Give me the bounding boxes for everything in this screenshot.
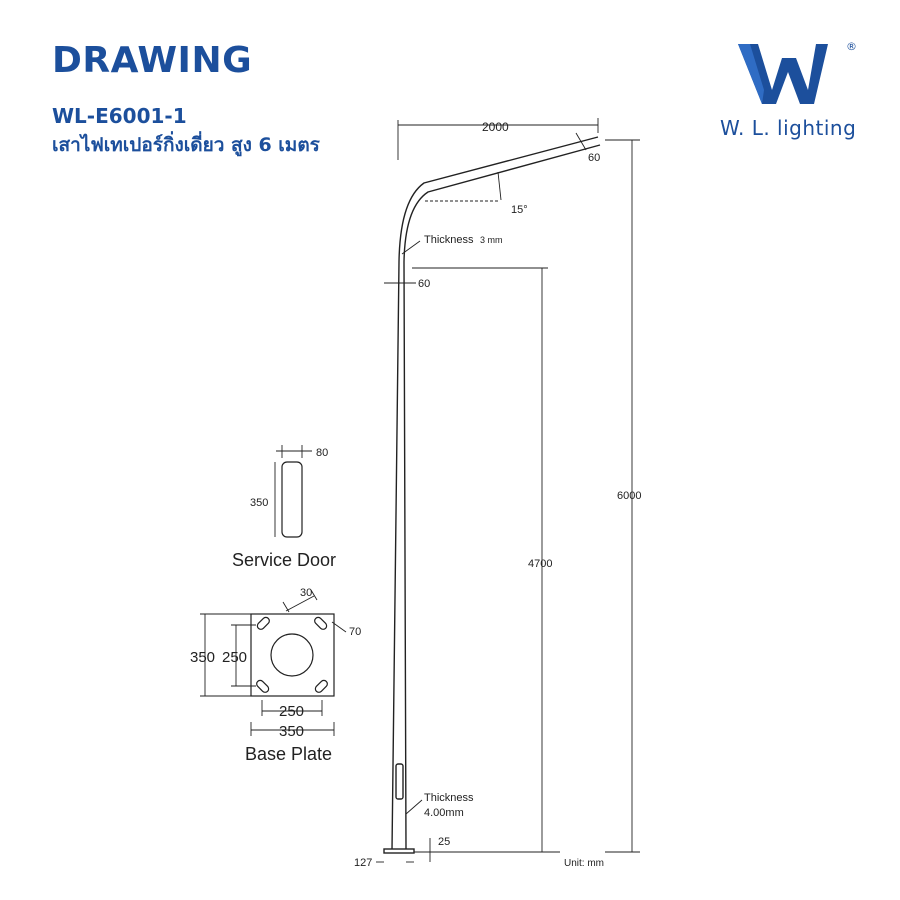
- base-plate-slot-offset-label: 70: [349, 626, 361, 638]
- bottom-thickness-value: 4.00mm: [424, 807, 464, 819]
- product-description: เสาไฟเทเปอร์กิ่งเดี่ยว สูง 6 เมตร: [52, 134, 320, 156]
- base-plate-title: Base Plate: [245, 744, 332, 764]
- base-plate-outer-height-label: 350: [190, 649, 215, 666]
- service-door-height-label: 350: [250, 497, 268, 509]
- service-door-width-label: 80: [316, 447, 328, 459]
- top-thickness-value: 3 mm: [480, 235, 503, 245]
- arm-angle-label: 15°: [511, 204, 528, 216]
- base-plate-outer-width-label: 350: [279, 723, 304, 740]
- base-plate-slot-width-label: 30: [300, 587, 312, 599]
- unit-label: Unit: mm: [564, 858, 604, 869]
- bottom-thickness-label: Thickness: [424, 792, 474, 804]
- registered-mark: ®: [846, 40, 857, 53]
- base-diameter-label: 127: [354, 857, 372, 869]
- total-height-label: 6000: [617, 490, 641, 502]
- arm-length-label: 2000: [482, 120, 509, 134]
- top-thickness-label: Thickness: [424, 234, 474, 246]
- service-door-shape: [281, 461, 303, 538]
- service-door-title: Service Door: [232, 550, 336, 570]
- brand-name: W. L. lighting: [720, 116, 857, 140]
- lower-height-label: 4700: [528, 558, 552, 570]
- top-diameter-label: 60: [418, 278, 430, 290]
- base-plate-inner-height-label: 250: [222, 649, 247, 666]
- arm-tip-label: 60: [588, 152, 600, 164]
- brand-logo-icon: ®: [738, 40, 857, 104]
- model-number: WL-E6001-1: [52, 104, 187, 128]
- page-title: DRAWING: [52, 40, 253, 81]
- base-height-label: 25: [438, 836, 450, 848]
- base-plate-shape: [250, 613, 335, 697]
- base-plate-inner-width-label: 250: [279, 703, 304, 720]
